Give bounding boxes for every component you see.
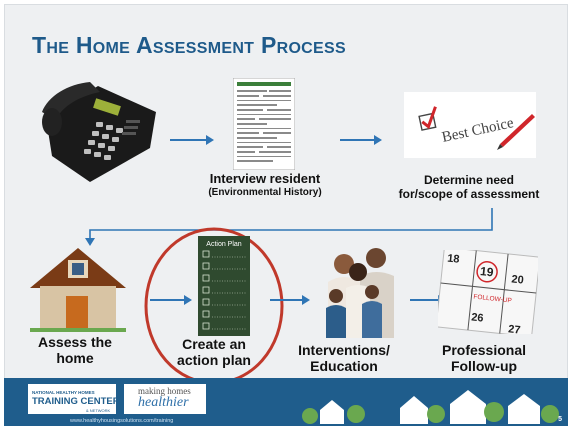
action-plan-label-line1: Create an [182,336,246,352]
assess-label: Assess the home [34,334,116,366]
action-plan-label: Create an action plan [168,336,260,368]
logo1-tag-text: & NETWORK [86,408,111,413]
footer-houses-decoration-left [302,400,365,424]
house-image [30,248,126,332]
followup-label-line2: Follow-up [450,358,518,375]
interview-label: Interview resident (Environmental Histor… [196,171,334,198]
calendar-number-3: 20 [511,273,524,286]
interventions-label: Interventions/ Education [288,342,400,374]
calendar-number-2: 19 [479,264,494,279]
training-center-logo: NATIONAL HEALTHY HOMES TRAINING CENTER &… [28,384,120,414]
interview-label-line2: (Environmental History) [208,186,322,198]
slide-frame [4,4,568,426]
followup-label-line1: Professional [441,342,527,358]
assess-label-line1: Assess the [38,334,112,350]
assess-label-line2: home [56,350,94,367]
page-number: 5 [558,416,562,423]
interventions-label-line1: Interventions/ [298,342,390,358]
arrow-assess-to-plan [150,295,192,305]
telephone-image [42,82,156,182]
making-homes-healthier-logo: making homes healthier [124,384,206,414]
slide-title: The Home Assessment Process [32,32,346,58]
family-photo [326,248,394,338]
calendar-number-1: 18 [447,253,460,266]
connector-arrow-row1-to-row2 [85,208,493,246]
calendar-image: 18 19 20 FOLLOW-UP 26 27 [438,250,538,334]
followup-label: Professional Follow-up [426,342,542,374]
history-form-image [233,78,295,170]
interventions-label-line2: Education [310,358,378,375]
arrow-phone-to-interview [170,135,214,145]
action-plan-heading: Action Plan [206,241,242,248]
calendar-number-5: 27 [508,323,521,334]
action-plan-board-image: Action Plan [198,236,250,336]
arrow-plan-to-interventions [270,295,310,305]
logo2-line1: making homes [138,386,191,396]
arrow-interview-to-determine [340,135,382,145]
determine-label-line1: Determine need [423,173,515,187]
best-choice-checkbox-image: Best Choice [404,92,536,158]
action-plan-label-line2: action plan [177,352,251,369]
determine-label-line2: for/scope of assessment [398,186,540,201]
calendar-number-4: 26 [471,311,484,324]
interview-label-line1: Interview resident [209,171,321,186]
logo1-main-text: TRAINING CENTER [32,396,120,407]
determine-label: Determine need for/scope of assessment [394,173,544,202]
logo1-small-text: NATIONAL HEALTHY HOMES [32,390,95,395]
calendar-note: FOLLOW-UP [473,294,512,305]
logo2-line2: healthier [138,395,189,410]
footer-houses-decoration [400,390,559,424]
footer-url: www.healthyhousingsolutions.com/training [70,418,174,424]
